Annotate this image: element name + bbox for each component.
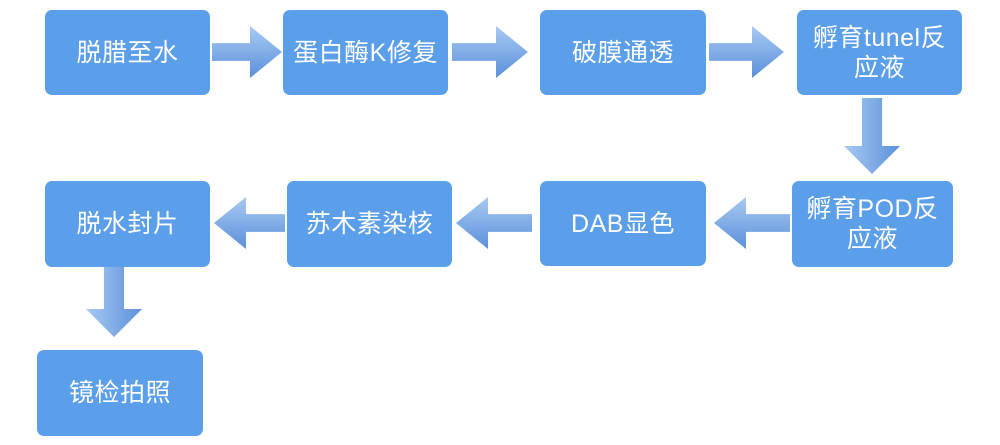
flow-node-tunel-incubation: 孵育tunel反 应液 (797, 10, 962, 95)
flow-node-dab-staining: DAB显色 (540, 181, 706, 266)
flow-node-proteinase-k: 蛋白酶K修复 (283, 10, 448, 95)
arrow-right-icon (212, 26, 282, 78)
flow-node-hematoxylin: 苏木素染核 (287, 181, 452, 267)
flow-node-microscopy-photo: 镜检拍照 (37, 350, 203, 436)
arrow-left-icon (714, 197, 790, 249)
flow-node-permeabilization: 破膜通透 (540, 10, 706, 95)
flow-node-dewax-to-water: 脱腊至水 (45, 10, 210, 95)
flow-node-dehydrate-mount: 脱水封片 (45, 181, 210, 267)
arrow-down-icon (844, 98, 900, 174)
arrow-left-icon (214, 197, 285, 249)
arrow-left-icon (456, 197, 532, 249)
arrow-right-icon (452, 26, 528, 78)
flow-node-pod-incubation: 孵育POD反 应液 (792, 181, 953, 267)
arrow-right-icon (709, 26, 784, 78)
arrow-down-icon (86, 267, 142, 337)
